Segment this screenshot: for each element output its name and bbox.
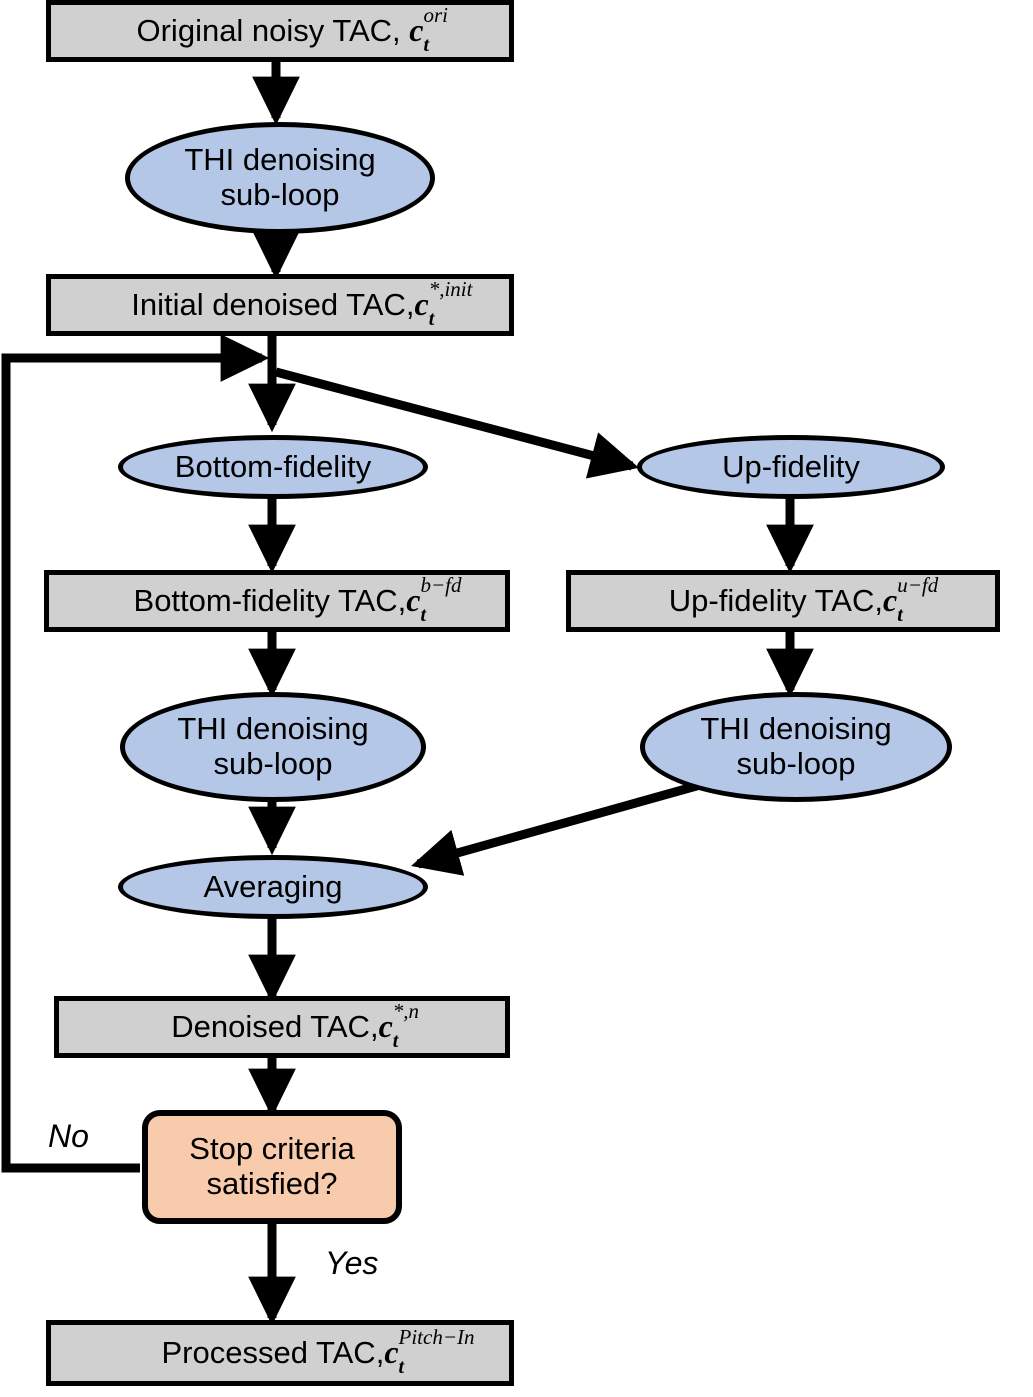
math-subscript: t	[897, 603, 903, 626]
node-bottom-fidelity[interactable]: Bottom-fidelity	[118, 435, 428, 499]
node-up-fidelity[interactable]: Up-fidelity	[637, 435, 945, 499]
node-label: Bottom-fidelity	[174, 448, 372, 484]
node-label: Up-fidelity	[722, 448, 860, 484]
node-label-line2: satisfied?	[206, 1166, 338, 1201]
node-label: THI denoising sub-loop	[694, 711, 897, 781]
node-label-line1: Stop criteria	[189, 1131, 355, 1167]
math-subscript: t	[428, 307, 435, 330]
edge-label-yes: Yes	[325, 1245, 379, 1281]
math-superscript: Pitch−In	[398, 1325, 475, 1350]
node-thi-denoising-sub-loop-left[interactable]: THI denoising sub-loop	[120, 692, 426, 802]
node-label: Averaging	[203, 868, 343, 904]
node-label-line1: THI denoising	[184, 142, 376, 178]
node-label-line1: THI denoising	[700, 711, 892, 747]
math-superscript: *,n	[392, 999, 420, 1024]
math-superscript: ori	[423, 3, 448, 28]
node-label: THI denoising sub-loop	[171, 711, 374, 781]
math-subscript: t	[420, 603, 427, 626]
node-label-line2: sub-loop	[213, 746, 333, 781]
math-subscript: t	[398, 1355, 405, 1378]
node-averaging[interactable]: Averaging	[118, 855, 428, 919]
node-label-line2: sub-loop	[736, 746, 856, 781]
math-superscript: u−fd	[897, 573, 939, 598]
node-thi-denoising-sub-loop-right[interactable]: THI denoising sub-loop	[640, 692, 952, 802]
node-label: Stop criteria satisfied?	[183, 1131, 360, 1201]
edge-thiright-to-averaging	[411, 780, 702, 876]
edge-label-no: No	[48, 1118, 89, 1154]
math-superscript: b−fd	[420, 573, 462, 598]
math-subscript: t	[423, 33, 430, 56]
node-label-line1: THI denoising	[177, 711, 369, 747]
node-label: THI denoising sub-loop	[178, 142, 381, 212]
node-stop-criteria-satisfied[interactable]: Stop criteria satisfied?	[142, 1110, 402, 1224]
math-superscript: *,init	[428, 277, 473, 302]
node-label-line2: sub-loop	[220, 177, 340, 212]
node-thi-denoising-sub-loop-top[interactable]: THI denoising sub-loop	[125, 122, 435, 234]
math-subscript: t	[392, 1029, 399, 1052]
